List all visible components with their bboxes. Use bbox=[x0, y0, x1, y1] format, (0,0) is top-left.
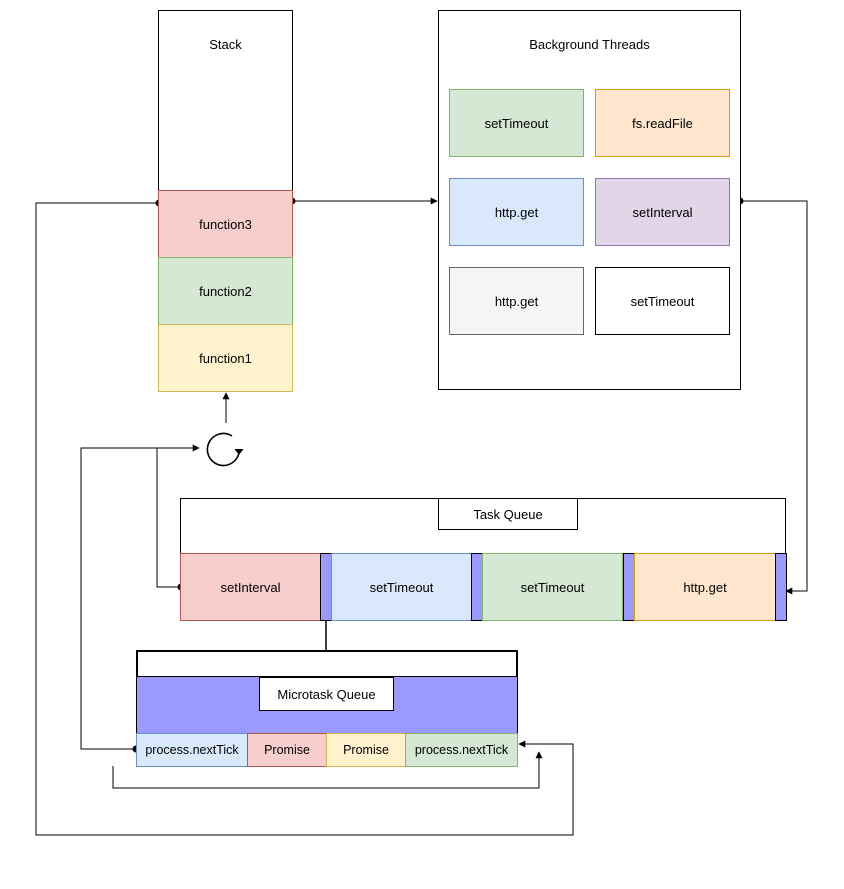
microtask-item: process.nextTick bbox=[136, 733, 248, 767]
stack-frame-function1: function1 bbox=[158, 324, 293, 392]
thread-item: http.get bbox=[449, 178, 584, 246]
thread-item: fs.readFile bbox=[595, 89, 730, 157]
thread-item: setInterval bbox=[595, 178, 730, 246]
microtask-queue-title: Microtask Queue bbox=[259, 677, 394, 711]
task-queue-item: setInterval bbox=[180, 553, 321, 621]
stack-to-threads-arrow bbox=[288, 197, 438, 205]
task-queue-item: setTimeout bbox=[331, 553, 472, 621]
stack-container: Stack bbox=[158, 10, 293, 191]
stack-title: Stack bbox=[209, 37, 242, 52]
event-loop bbox=[198, 425, 250, 471]
background-threads-title: Background Threads bbox=[529, 37, 650, 52]
thread-item: http.get bbox=[449, 267, 584, 335]
task-queue-item: setTimeout bbox=[482, 553, 623, 621]
thread-item: setTimeout bbox=[595, 267, 730, 335]
microtask-item: process.nextTick bbox=[405, 733, 518, 767]
microtask-item: Promise bbox=[326, 733, 406, 767]
task-separator bbox=[775, 553, 787, 621]
thread-item: setTimeout bbox=[449, 89, 584, 157]
microtask-queue-header bbox=[136, 650, 518, 678]
task-queue-item: http.get bbox=[634, 553, 776, 621]
loop-arrow-icon bbox=[206, 432, 244, 467]
stack-frame-function3: function3 bbox=[158, 190, 293, 258]
microtask-item: Promise bbox=[247, 733, 327, 767]
stack-frame-function2: function2 bbox=[158, 257, 293, 325]
task-queue-title: Task Queue bbox=[438, 498, 578, 530]
microtask-loopback-arrow bbox=[112, 751, 543, 789]
